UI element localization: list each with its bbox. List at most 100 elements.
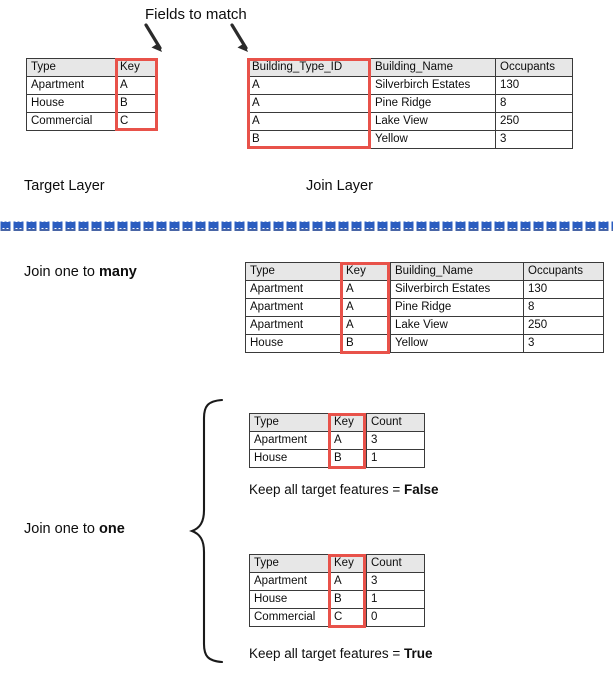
cell-key: B [115, 94, 158, 113]
dashed-divider-icon [0, 220, 613, 232]
table-row: Commercial C 0 [249, 608, 425, 627]
cell-building-type-id: A [247, 112, 371, 131]
curly-brace-icon [189, 398, 224, 664]
cell-occupants: 3 [523, 334, 604, 353]
cell-occupants: 250 [523, 316, 604, 335]
column-header-key: Key [329, 554, 367, 573]
arrow-down-right-icon-right [230, 23, 248, 52]
arrow-down-right-icon-left [144, 23, 162, 52]
cell-type: Commercial [249, 608, 330, 627]
column-header-building-name: Building_Name [370, 58, 496, 77]
cell-type: House [249, 449, 330, 468]
one-to-one-false-table: Type Key Count Apartment A 3 House B 1 [249, 413, 425, 468]
keep-all-false-value: False [403, 482, 439, 497]
table-row: B Yellow 3 [247, 130, 573, 149]
cell-key: A [329, 572, 367, 591]
cell-building-name: Yellow [390, 334, 524, 353]
join-one-to-many-prefix: Join one to [24, 264, 99, 280]
column-header-count: Count [366, 554, 425, 573]
cell-building-name: Yellow [370, 130, 496, 149]
cell-building-name: Pine Ridge [390, 298, 524, 317]
table-row: Commercial C [26, 112, 158, 131]
cell-key: B [329, 449, 367, 468]
cell-key: A [329, 431, 367, 450]
cell-type: House [249, 590, 330, 609]
cell-building-name: Silverbirch Estates [390, 280, 524, 299]
table-row: Apartment A [26, 76, 158, 95]
fields-to-match-label: Fields to match [145, 6, 247, 23]
target-layer-label: Target Layer [24, 178, 105, 194]
one-to-one-true-table: Type Key Count Apartment A 3 House B 1 C… [249, 554, 425, 627]
cell-key: A [341, 280, 391, 299]
table-row: House B [26, 94, 158, 113]
cell-count: 1 [366, 449, 425, 468]
column-header-key: Key [329, 413, 367, 432]
cell-key: A [115, 76, 158, 95]
cell-occupants: 8 [523, 298, 604, 317]
cell-type: House [245, 334, 342, 353]
cell-building-name: Lake View [370, 112, 496, 131]
cell-occupants: 8 [495, 94, 573, 113]
table-row: A Silverbirch Estates 130 [247, 76, 573, 95]
cell-count: 3 [366, 431, 425, 450]
cell-count: 1 [366, 590, 425, 609]
table-row: A Lake View 250 [247, 112, 573, 131]
join-one-to-one-prefix: Join one to [24, 521, 99, 537]
column-header-key: Key [341, 262, 391, 281]
cell-count: 3 [366, 572, 425, 591]
table-header-row: Type Key Building_Name Occupants [245, 262, 604, 281]
keep-all-true-value: True [403, 646, 433, 661]
column-header-key: Key [115, 58, 158, 77]
cell-type: Commercial [26, 112, 116, 131]
cell-occupants: 130 [523, 280, 604, 299]
cell-type: Apartment [26, 76, 116, 95]
cell-building-type-id: A [247, 76, 371, 95]
table-row: Apartment A 3 [249, 431, 425, 450]
join-one-to-one-emphasis: one [98, 521, 125, 537]
table-row: Apartment A Pine Ridge 8 [245, 298, 604, 317]
cell-building-name: Lake View [390, 316, 524, 335]
cell-occupants: 3 [495, 130, 573, 149]
table-row: A Pine Ridge 8 [247, 94, 573, 113]
table-header-row: Type Key Count [249, 413, 425, 432]
table-row: Apartment A 3 [249, 572, 425, 591]
table-header-row: Type Key Count [249, 554, 425, 573]
column-header-building-type-id: Building_Type_ID [247, 58, 371, 77]
join-one-to-one-label: Join one to one [24, 520, 125, 538]
cell-count: 0 [366, 608, 425, 627]
keep-all-true-prefix: Keep all target features = [249, 646, 404, 661]
cell-type: Apartment [249, 431, 330, 450]
cell-type: House [26, 94, 116, 113]
cell-key: B [329, 590, 367, 609]
table-header-row: Type Key [26, 58, 158, 77]
column-header-count: Count [366, 413, 425, 432]
cell-key: A [341, 316, 391, 335]
table-row: Apartment A Lake View 250 [245, 316, 604, 335]
column-header-type: Type [249, 413, 330, 432]
cell-occupants: 250 [495, 112, 573, 131]
table-row: House B 1 [249, 449, 425, 468]
table-row: Apartment A Silverbirch Estates 130 [245, 280, 604, 299]
target-layer-table: Type Key Apartment A House B Commercial … [26, 58, 158, 131]
cell-key: C [115, 112, 158, 131]
cell-building-type-id: B [247, 130, 371, 149]
column-header-type: Type [245, 262, 342, 281]
cell-type: Apartment [245, 316, 342, 335]
one-to-many-result-table: Type Key Building_Name Occupants Apartme… [245, 262, 604, 353]
cell-key: A [341, 298, 391, 317]
keep-all-true-caption: Keep all target features = True [249, 645, 433, 663]
cell-type: Apartment [249, 572, 330, 591]
table-header-row: Building_Type_ID Building_Name Occupants [247, 58, 573, 77]
keep-all-false-caption: Keep all target features = False [249, 481, 439, 499]
table-row: House B 1 [249, 590, 425, 609]
cell-building-name: Silverbirch Estates [370, 76, 496, 95]
column-header-occupants: Occupants [495, 58, 573, 77]
cell-key: B [341, 334, 391, 353]
join-layer-table: Building_Type_ID Building_Name Occupants… [247, 58, 573, 149]
join-one-to-many-emphasis: many [98, 264, 137, 280]
cell-building-type-id: A [247, 94, 371, 113]
keep-all-false-prefix: Keep all target features = [249, 482, 404, 497]
cell-type: Apartment [245, 280, 342, 299]
cell-building-name: Pine Ridge [370, 94, 496, 113]
column-header-building-name: Building_Name [390, 262, 524, 281]
